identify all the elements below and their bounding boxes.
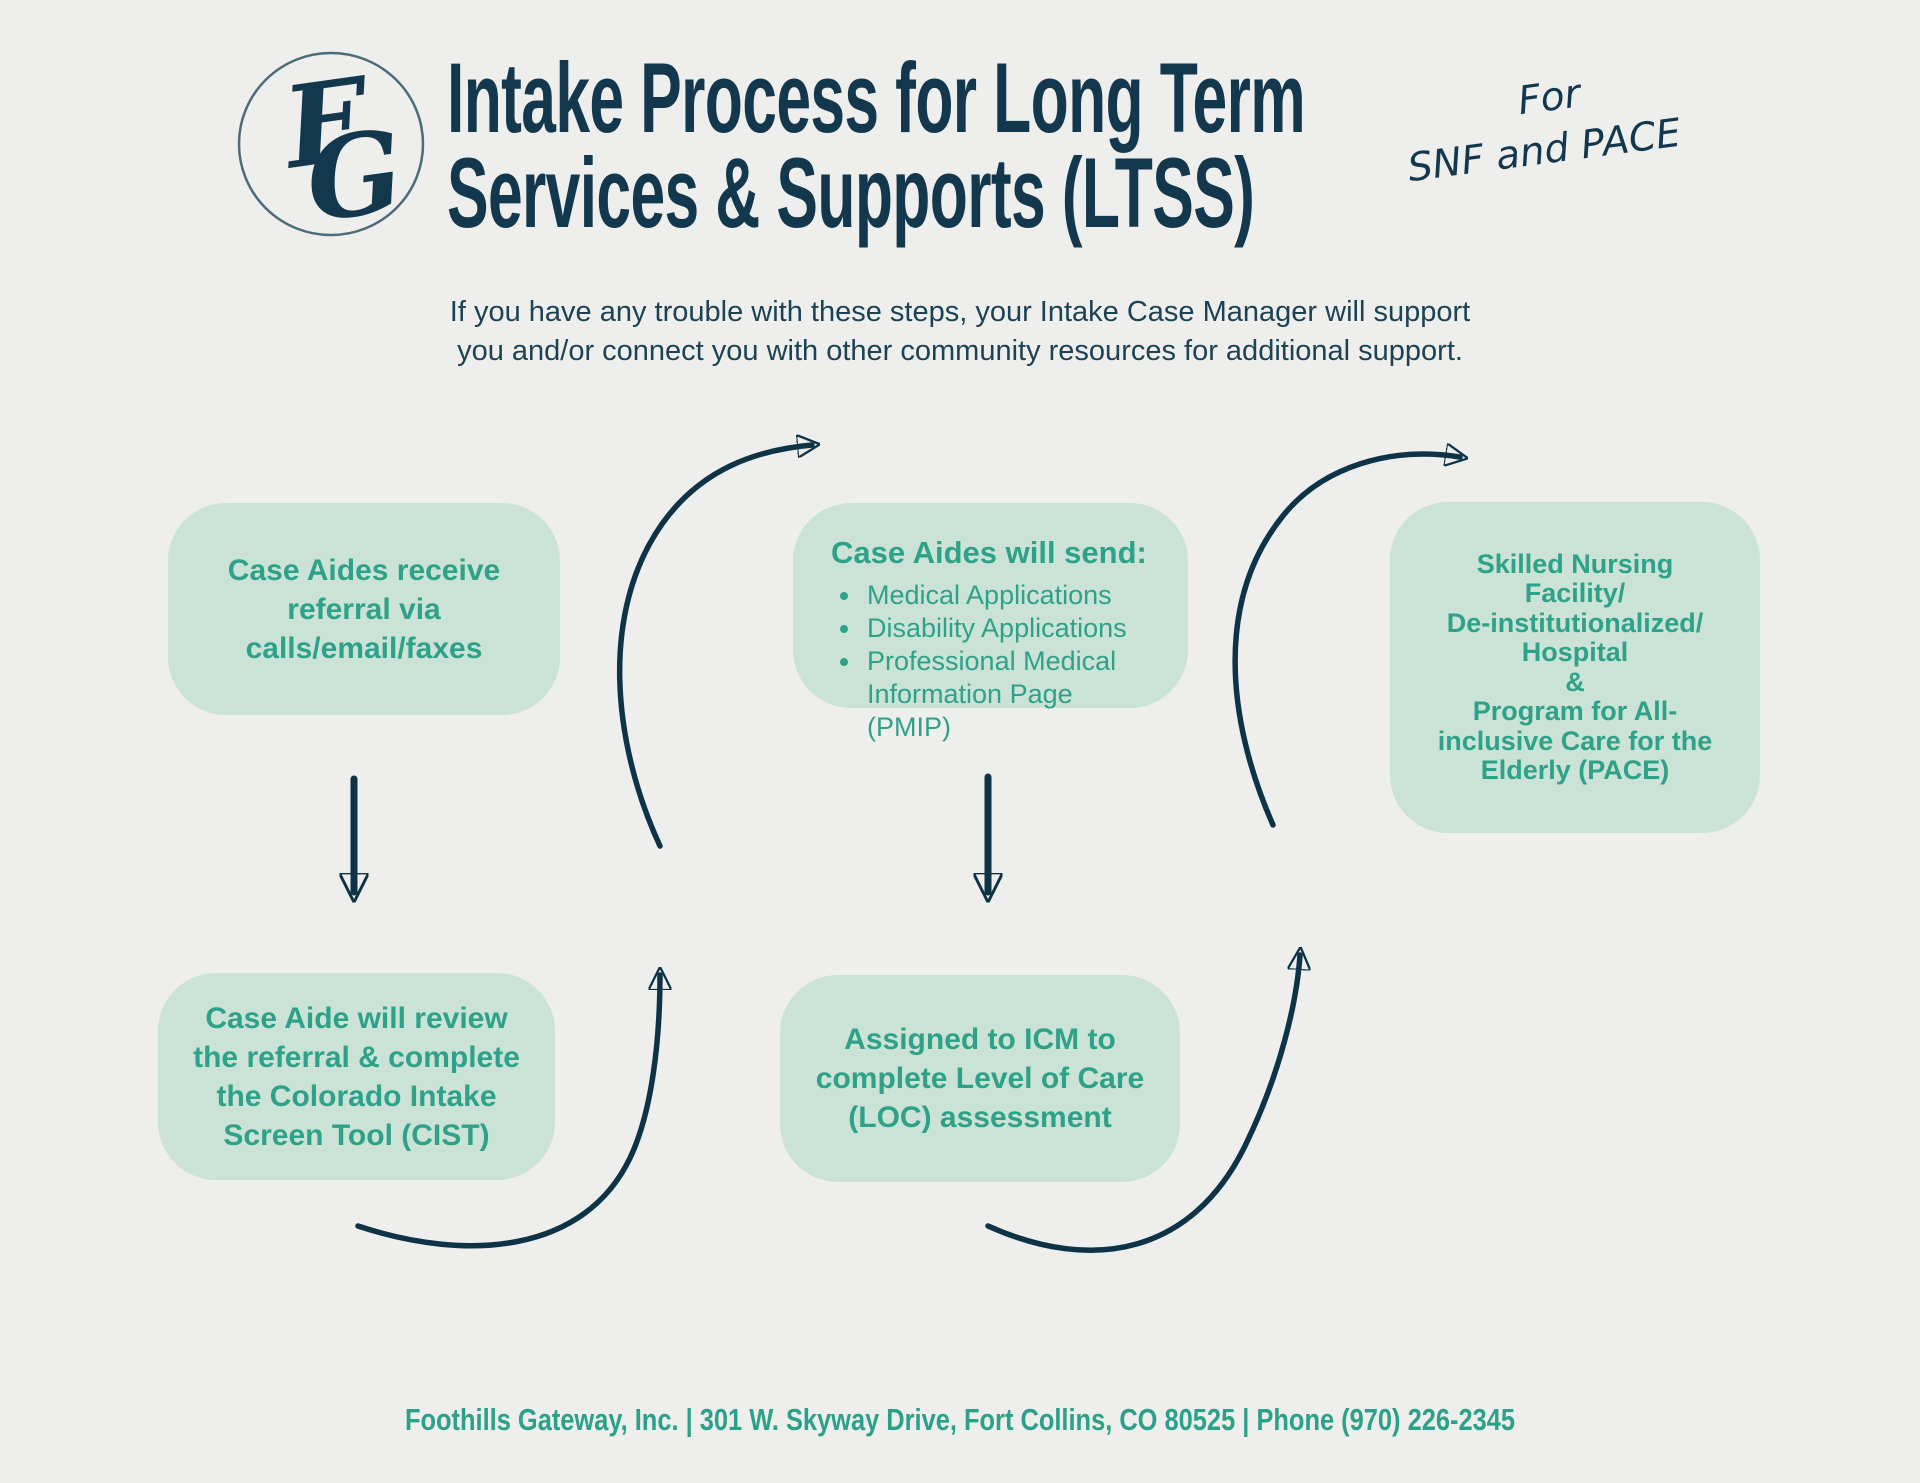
send-items-list: Medical Applications Disability Applicat… [831,579,1164,744]
intro-line1: If you have any trouble with these steps… [449,296,1471,328]
page-title-line2: Services & Supports (LTSS) [447,137,1255,248]
box-line: De-institutionalized/ [1446,607,1704,638]
box-loc-assessment: Assigned to ICM to complete Level of Car… [780,975,1180,1182]
box-line: Skilled Nursing [1476,548,1674,579]
intro-line2: you and/or connect you with other commun… [457,335,1463,367]
box-line: complete Level of Care [815,1062,1145,1095]
list-item: Disability Applications [863,612,1164,645]
box-line: the Colorado Intake [216,1079,497,1113]
box-line: Elderly (PACE) [1480,755,1670,785]
box-line: inclusive Care for the [1437,725,1713,756]
fg-monogram-icon: F G [237,51,425,248]
intro-text: If you have any trouble with these steps… [0,293,1920,371]
box-line: Assigned to ICM to [844,1023,1116,1056]
box-line: Hospital [1521,637,1629,667]
box-line: Facility/ [1524,578,1626,608]
arrow-loc-curve-upper [1232,454,1460,828]
arrow-review-curve-upper [616,445,812,849]
box-line: Case Aides receive [227,553,501,587]
box-line: referral via [287,592,441,626]
foothills-gateway-logo: F G [236,50,426,248]
box-receive-referral: Case Aides receive referral via calls/em… [168,503,560,715]
box-line: & [1565,666,1585,697]
box-snf-pace-outcome: Skilled Nursing Facility/ De-institution… [1390,502,1760,833]
arrow-review-curve-lower [355,975,660,1249]
page-title-line1: Intake Process for Long Term [447,42,1306,153]
list-item: Medical Applications [863,579,1164,612]
box-line: Program for All- [1472,696,1678,726]
box-line: Case Aide will review [205,1001,508,1035]
box-line: the referral & complete [193,1040,520,1074]
arrow-loc-curve-lower [985,955,1300,1253]
box-review-referral-cist: Case Aide will review the referral & com… [158,973,555,1180]
box-line: (LOC) assessment [848,1101,1112,1134]
page-title: Intake Process for Long Term Services & … [447,42,1306,248]
box-line: calls/email/faxes [245,631,483,665]
box-line: Screen Tool (CIST) [223,1118,490,1152]
box-heading: Case Aides will send: [831,535,1147,570]
box-case-aides-will-send: Case Aides will send: Medical Applicatio… [793,503,1188,742]
logo-letter-g: G [298,105,411,238]
list-item: Professional Medical Information Page (P… [863,645,1164,744]
footer-contact-info: Foothills Gateway, Inc. | 301 W. Skyway … [404,1402,1516,1437]
